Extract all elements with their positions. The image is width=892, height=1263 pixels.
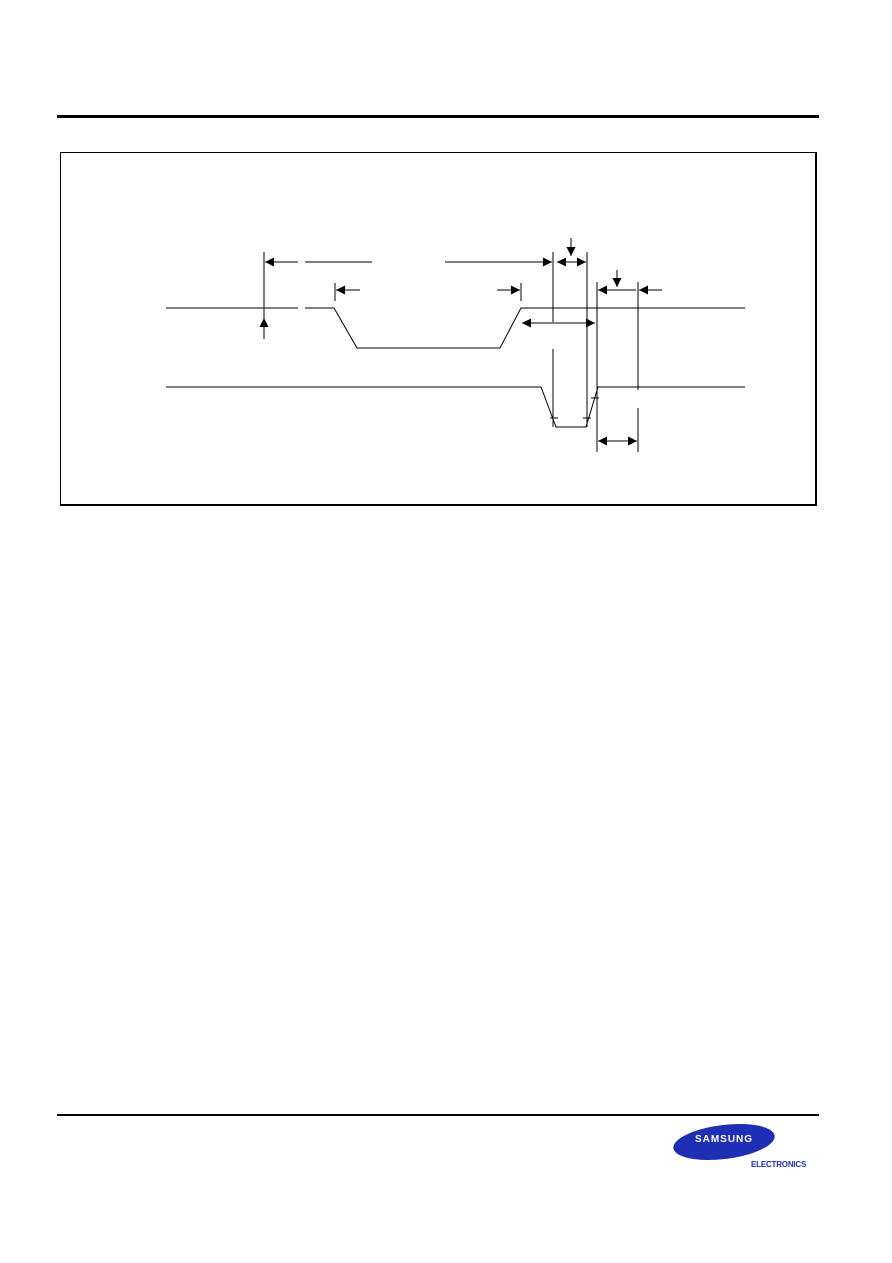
logo-subtitle: ELECTRONICS [751, 1160, 807, 1169]
timing-diagram-frame [60, 152, 817, 506]
header-rule [57, 115, 819, 118]
logo-wordmark: SAMSUNG [694, 1134, 754, 1145]
samsung-logo: SAMSUNG ELECTRONICS [670, 1118, 820, 1172]
footer-rule [57, 1114, 819, 1116]
